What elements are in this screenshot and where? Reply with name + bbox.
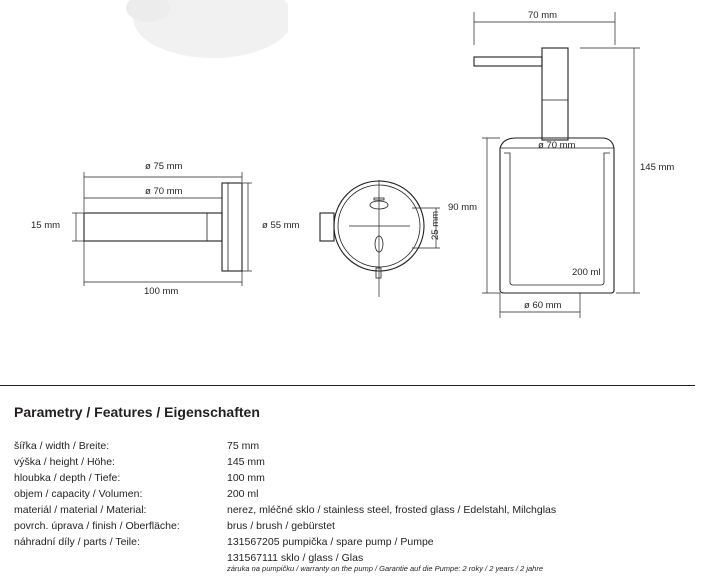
spec-label: objem / capacity / Volumen:	[14, 488, 143, 500]
spec-label: výška / height / Höhe:	[14, 456, 115, 468]
section-title: Parametry / Features / Eigenschaften	[14, 404, 260, 420]
dim-front-diameter-70: ø 70 mm	[145, 186, 183, 197]
spec-value: 100 mm	[227, 472, 265, 484]
spec-row-width: šířka / width / Breite: 75 mm	[14, 438, 694, 454]
technical-drawing: ø 75 mm ø 70 mm 15 mm ø 55 mm 100 mm	[31, 10, 674, 318]
spec-value: 145 mm	[227, 456, 265, 468]
spec-label: povrch. úprava / finish / Oberfläche:	[14, 520, 180, 532]
volume-label: 200 ml	[572, 267, 601, 278]
warranty-note: záruka na pumpičku / warranty on the pum…	[227, 564, 543, 573]
spec-value: 131567111 sklo / glass / Glas	[227, 552, 364, 564]
dim-front-diameter-55: ø 55 mm	[262, 220, 300, 231]
side-view: 70 mm ø 70 mm 200 ml 145 mm 90 mm ø 60 m…	[448, 10, 674, 318]
section-divider	[0, 385, 695, 386]
spec-table: šířka / width / Breite: 75 mm výška / he…	[14, 438, 694, 566]
spec-value: nerez, mléčné sklo / stainless steel, fr…	[227, 504, 557, 516]
spec-row-depth: hloubka / depth / Tiefe: 100 mm	[14, 470, 694, 486]
dim-side-diameter-60: ø 60 mm	[524, 300, 562, 311]
spec-label: materiál / material / Material:	[14, 504, 147, 516]
spec-label: náhradní díly / parts / Teile:	[14, 536, 140, 548]
spec-row-parts: náhradní díly / parts / Teile: 131567205…	[14, 534, 694, 550]
spec-row-finish: povrch. úprava / finish / Oberfläche: br…	[14, 518, 694, 534]
dim-front-height-15: 15 mm	[31, 220, 60, 231]
spec-value: 75 mm	[227, 440, 260, 452]
spec-row-parts-glass: 131567111 sklo / glass / Glas	[14, 550, 694, 566]
spec-value: 131567205 pumpička / spare pump / Pumpe	[227, 536, 434, 548]
dim-front-width-100: 100 mm	[144, 286, 178, 297]
spec-row-height: výška / height / Höhe: 145 mm	[14, 454, 694, 470]
dim-side-width-70: 70 mm	[528, 10, 557, 21]
back-view: 25 mm	[319, 180, 441, 297]
faded-product-image	[126, 0, 288, 58]
dim-side-height-90: 90 mm	[448, 202, 477, 213]
spec-value: brus / brush / gebürstet	[227, 520, 335, 532]
dim-front-diameter-75: ø 75 mm	[145, 161, 183, 172]
spec-value: 200 ml	[227, 488, 259, 500]
spec-row-material: materiál / material / Material: nerez, m…	[14, 502, 694, 518]
dim-side-diameter-70: ø 70 mm	[538, 140, 576, 151]
spec-row-capacity: objem / capacity / Volumen: 200 ml	[14, 486, 694, 502]
dim-back-25: 25 mm	[430, 211, 441, 240]
front-view: ø 75 mm ø 70 mm 15 mm ø 55 mm 100 mm	[31, 161, 300, 297]
spec-label: šířka / width / Breite:	[14, 440, 110, 452]
spec-label: hloubka / depth / Tiefe:	[14, 472, 121, 484]
dim-side-height-145: 145 mm	[640, 162, 674, 173]
